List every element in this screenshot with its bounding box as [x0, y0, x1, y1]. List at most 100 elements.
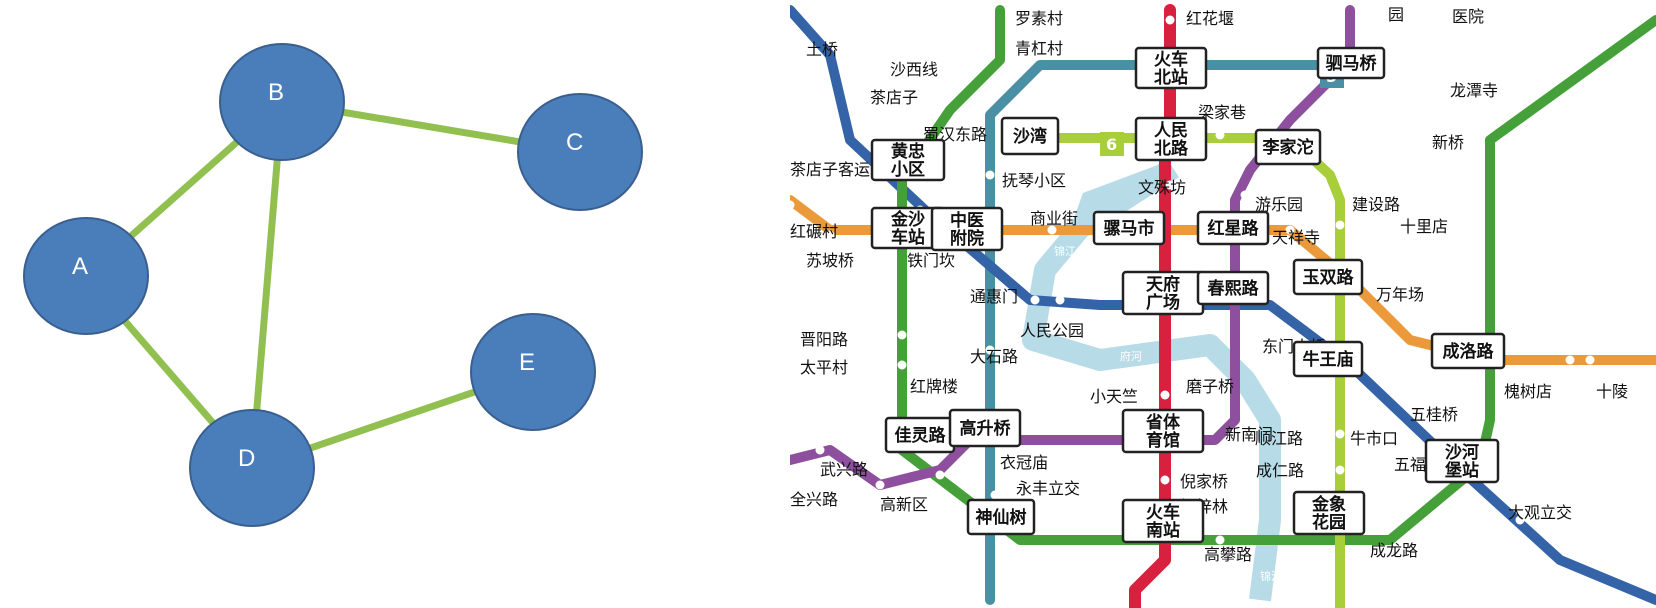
interchange-stations: 火车北站驷马桥沙湾人民北路李家沱黄忠小区金沙车站中医附院骡马市红星路玉双路天府广…	[870, 46, 1506, 544]
station-label: 衣冠庙	[1000, 453, 1048, 472]
stop-dot	[1240, 190, 1250, 200]
station-label: 高攀路	[1204, 545, 1252, 564]
station-label: 罗素村	[1015, 9, 1063, 28]
interchange-box	[1134, 46, 1208, 90]
interchange-label: 玉双路	[1303, 267, 1355, 288]
station-label: 磨子桥	[1186, 377, 1234, 396]
station-label: 大观立交	[1508, 503, 1572, 522]
node-circle	[189, 409, 315, 527]
stop-dot	[1215, 535, 1225, 545]
station-label: 牛市口	[1350, 429, 1398, 448]
stop-dot	[815, 445, 825, 455]
stop-dot	[1030, 295, 1040, 305]
node-D: D	[189, 409, 315, 527]
stop-dot	[1245, 413, 1255, 423]
interchange-box	[1000, 116, 1060, 156]
stop-dot	[1395, 365, 1405, 375]
stop-dot	[1285, 225, 1295, 235]
interchange-label: 成洛路	[1443, 341, 1495, 362]
stop-dot	[897, 330, 907, 340]
interchange-label: 沙河堡站	[1445, 443, 1479, 481]
metro-stops	[790, 15, 1615, 565]
interchange-label: 牛王庙	[1303, 349, 1354, 370]
line-badge-6: 6	[1100, 132, 1124, 156]
interchange-label: 驷马桥	[1326, 54, 1378, 74]
interchange-label: 中医附院	[950, 210, 984, 249]
node-label: D	[238, 445, 255, 472]
stop-dot	[995, 465, 1005, 475]
node-B: B	[219, 43, 345, 161]
station-label: 建设路	[1352, 195, 1400, 214]
stop-dot	[1390, 465, 1400, 475]
station-label: 新桥	[1432, 133, 1464, 152]
node-label: C	[566, 129, 583, 156]
interchange-station: 驷马桥	[1316, 46, 1386, 80]
station-label: 十陵	[1596, 382, 1628, 401]
station-label: 商业街	[1030, 209, 1078, 228]
line-red	[1129, 4, 1176, 608]
interchange-box	[948, 408, 1022, 448]
interchange-box	[1424, 438, 1500, 484]
interchange-box	[966, 498, 1036, 536]
interchange-box	[1196, 270, 1270, 306]
stop-dot	[985, 345, 995, 355]
interchange-label: 高升桥	[960, 418, 1012, 439]
stop-dot	[1385, 345, 1395, 355]
metro-svg: 5 6 锦江 府河 锦江 土桥 罗素村 青杠村 沙西线 茶店子 红花堰 医院 龙…	[790, 4, 1656, 608]
interchange-box	[1254, 128, 1322, 166]
station-label: 顺江路	[1255, 429, 1303, 448]
station-label: 槐树店	[1504, 382, 1552, 401]
stop-dot	[963, 45, 973, 55]
station-label: 园	[1388, 5, 1404, 24]
node-A: A	[23, 217, 149, 335]
interchange-station: 红星路	[1196, 210, 1270, 246]
interchange-station: 人民北路	[1134, 116, 1208, 162]
node-circle	[470, 313, 596, 431]
stop-dot	[825, 140, 835, 150]
interchange-box	[1134, 116, 1208, 162]
station-label: 抚琴小区	[1002, 171, 1066, 190]
interchange-station: 中医附院	[930, 206, 1004, 252]
interchange-station: 沙湾	[1000, 116, 1060, 156]
station-label: 苏坡桥	[806, 251, 854, 270]
interchange-station: 玉双路	[1292, 258, 1364, 296]
interchange-box	[930, 206, 1004, 252]
interchange-box	[1092, 210, 1166, 246]
station-label: 红碾村	[790, 222, 838, 241]
station-label: 倪家桥	[1180, 472, 1228, 491]
interchange-box	[870, 138, 946, 182]
stop-dot	[963, 15, 973, 25]
station-label: 成龙路	[1370, 541, 1418, 560]
interchange-box	[1316, 46, 1386, 80]
stop-dot	[790, 200, 795, 210]
node-label: B	[268, 79, 284, 106]
stop-dot	[1160, 475, 1170, 485]
interchange-station: 省体育馆	[1121, 408, 1205, 454]
interchange-label: 红星路	[1208, 218, 1260, 239]
node-circle	[517, 93, 643, 211]
graph-diagram: A B C D E	[0, 0, 700, 608]
stop-dot	[1335, 220, 1345, 230]
stop-dot	[1165, 180, 1175, 190]
interchange-label: 金象花园	[1311, 494, 1346, 533]
graph-svg: A B C D E	[23, 43, 643, 527]
station-label: 红牌楼	[910, 377, 958, 396]
interchange-label: 人民北路	[1154, 121, 1189, 159]
station-label: 通惠门	[970, 287, 1018, 306]
station-label: 文殊坊	[1138, 178, 1186, 197]
station-label: 茶店子	[870, 88, 918, 107]
interchange-station: 黄忠小区	[870, 138, 946, 182]
interchange-station: 神仙树	[966, 498, 1036, 536]
stop-dot	[1595, 545, 1605, 555]
node-E: E	[470, 313, 596, 431]
stop-dot	[1585, 355, 1595, 365]
node-circle	[23, 217, 149, 335]
station-label: 小天竺	[1090, 387, 1138, 406]
interchange-station: 牛王庙	[1292, 340, 1364, 378]
station-label: 五桂桥	[1410, 405, 1458, 424]
interchange-box	[1292, 258, 1364, 296]
station-label: 沙西线	[890, 60, 938, 79]
interchange-label: 黄忠小区	[891, 141, 925, 180]
stop-dot	[875, 480, 885, 490]
station-label: 武兴路	[820, 460, 868, 479]
